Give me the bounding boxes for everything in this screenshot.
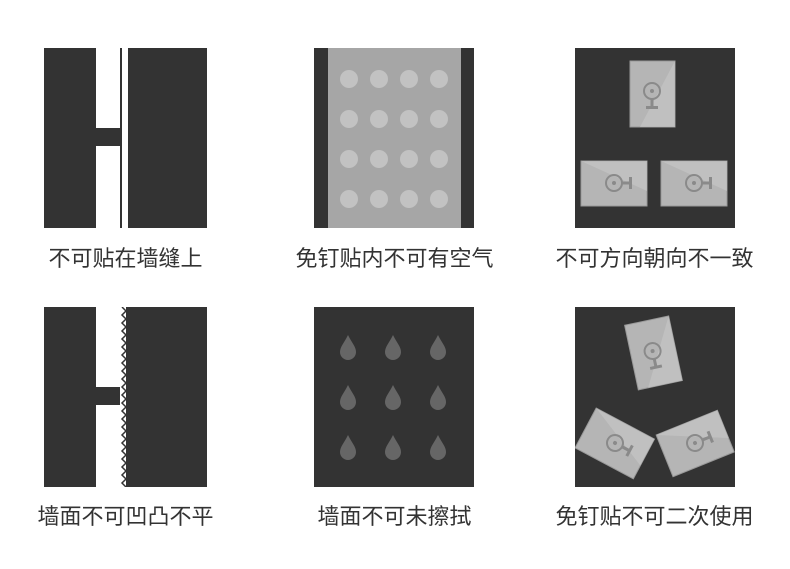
caption-reuse-hook: 免钉贴不可二次使用	[555, 505, 754, 530]
caption-air-bubbles: 免钉贴内不可有空气	[295, 247, 494, 272]
caption-inconsistent-direction: 不可方向朝向不一致	[555, 247, 754, 272]
caption-uneven-wall: 墙面不可凹凸不平	[37, 505, 214, 530]
unwiped-wall-illustration	[314, 307, 474, 487]
reuse-hook-illustration	[575, 307, 735, 487]
hook-plate-tilted-right	[655, 409, 735, 478]
caption-unwiped-wall: 墙面不可未擦拭	[317, 505, 472, 530]
hook-plate-upright	[629, 60, 676, 128]
hook-plate-sideways-left	[580, 160, 648, 207]
hook-plate-tilted-top	[624, 315, 683, 391]
wall-gap-illustration	[44, 48, 207, 228]
air-bubbles-illustration	[314, 48, 474, 228]
hook-plate-tilted-left	[575, 407, 656, 480]
hook-plate-sideways-right	[660, 160, 728, 207]
uneven-wall-illustration	[44, 307, 207, 487]
inconsistent-direction-illustration	[575, 48, 735, 228]
caption-wall-gap: 不可贴在墙缝上	[48, 247, 203, 272]
